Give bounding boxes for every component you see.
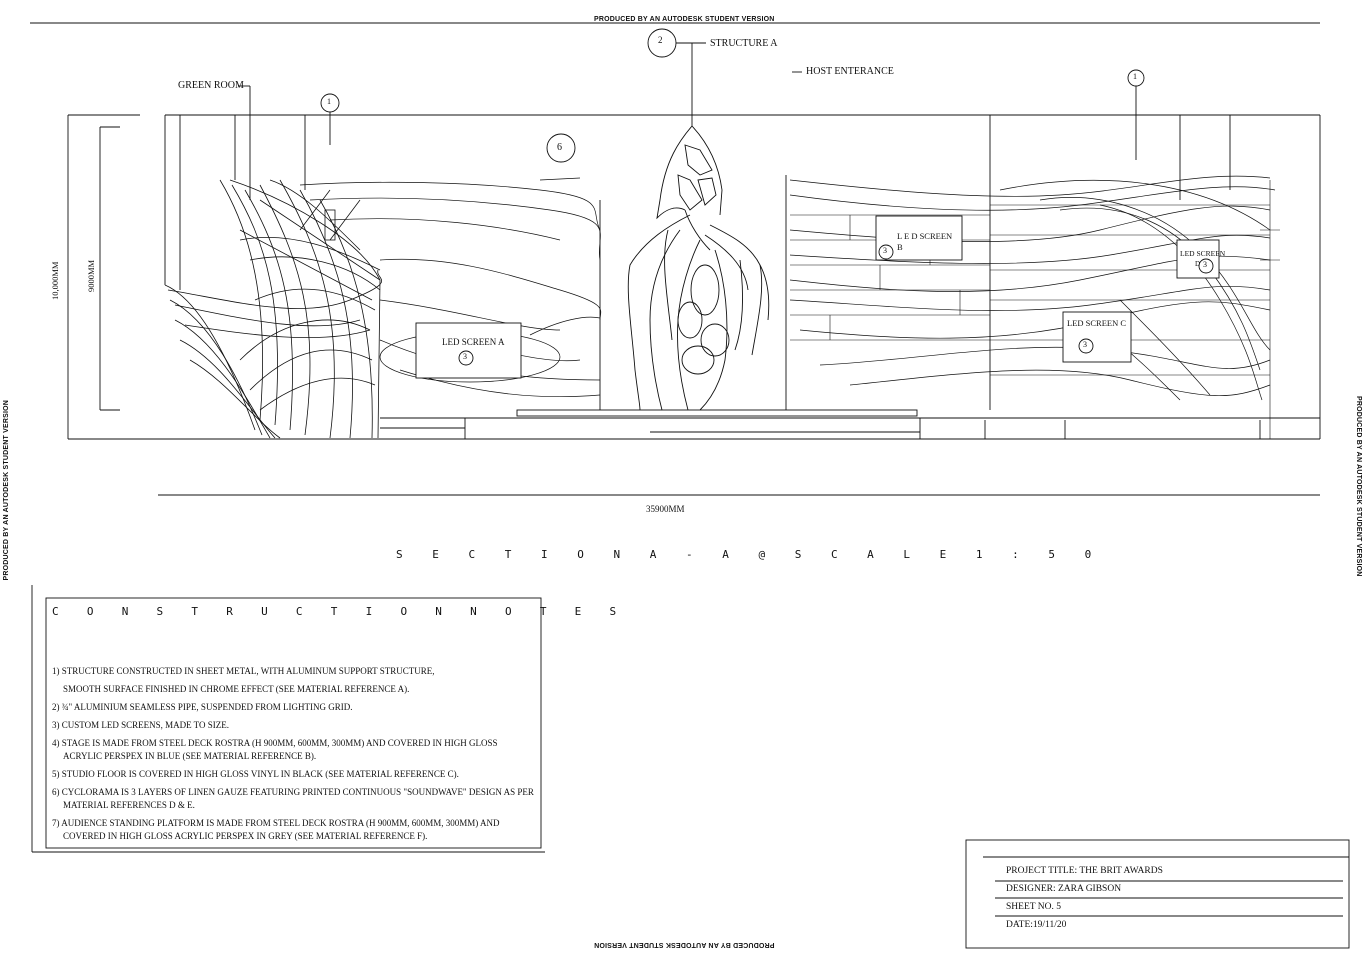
stage-riser-top [516,409,918,417]
structure-a-tag: 2 [658,35,663,45]
note-6b: MATERIAL REFERENCES D & E. [63,800,195,810]
title-block-project: PROJECT TITLE: THE BRIT AWARDS [1006,866,1163,876]
note-4a: 4) STAGE IS MADE FROM STEEL DECK ROSTRA … [52,738,498,748]
led-screen-b-tag: 3 [883,246,887,255]
construction-notes-list: 1) STRUCTURE CONSTRUCTED IN SHEET METAL,… [52,666,534,842]
title-block-designer: DESIGNER: ZARA GIBSON [1006,884,1122,894]
watermark-top: PRODUCED BY AN AUTODESK STUDENT VERSION [594,16,775,23]
title-block-sheet: SHEET NO. 5 [1006,902,1061,912]
note-2: 2) ¾" ALUMINIUM SEAMLESS PIPE, SUSPENDED… [52,702,353,712]
host-entrance-label: HOST ENTERANCE [806,66,894,77]
note-6a: 6) CYCLORAMA IS 3 LAYERS OF LINEN GAUZE … [52,787,534,797]
led-screen-c-box [1062,311,1132,363]
construction-notes-title: C O N S T R U C T I O N N O T E S [52,605,627,618]
dim-height-total: 10,000MM [50,261,60,301]
dim-height-inner: 9000MM [86,259,96,292]
led-screen-d-sub: D [1195,260,1201,268]
cyclorama-tag: 6 [557,142,562,153]
led-screen-a-tag: 3 [463,352,467,361]
led-screen-c-tag: 3 [1083,340,1087,349]
led-screen-d-tag: 3 [1203,260,1207,269]
watermark-bottom: PRODUCED BY AN AUTODESK STUDENT VERSION [594,941,775,948]
note-3: 3) CUSTOM LED SCREENS, MADE TO SIZE. [52,720,230,730]
structure-a-label: STRUCTURE A [710,38,778,49]
led-screen-a-label: LED SCREEN A [442,337,505,347]
led-screen-a-box [415,322,522,379]
led-screen-b-label: L E D SCREEN B [897,231,953,252]
led-screen-d-box [1176,239,1220,279]
dim-width: 35900MM [646,504,685,514]
led-screen-c-label: LED SCREEN C [1067,318,1127,328]
note-5: 5) STUDIO FLOOR IS COVERED IN HIGH GLOSS… [52,769,459,779]
led-screen-b-box [875,215,963,261]
note-7b: COVERED IN HIGH GLOSS ACRYLIC PERSPEX IN… [63,831,428,841]
structure-tag-left: 1 [327,97,331,106]
watermark-left-wrap: PRODUCED BY AN AUTODESK STUDENT VERSION [3,400,10,581]
structure-tag-right: 1 [1133,72,1137,81]
watermark-right: PRODUCED BY AN AUTODESK STUDENT VERSION [1355,396,1362,577]
section-title: S E C T I O N A - A @ S C A L E 1 : 5 0 [396,548,1103,561]
title-block-frame [965,839,1350,949]
watermark-left: PRODUCED BY AN AUTODESK STUDENT VERSION [3,400,10,581]
construction-notes-frame [45,597,542,849]
green-room-label: GREEN ROOM [178,80,244,91]
note-1b: SMOOTH SURFACE FINISHED IN CHROME EFFECT… [63,684,410,694]
title-block-date: DATE:19/11/20 [1006,920,1067,930]
note-4b: ACRYLIC PERSPEX IN BLUE (SEE MATERIAL RE… [63,751,317,761]
led-screen-d-label: LED SCREEN [1180,249,1226,258]
note-1a: 1) STRUCTURE CONSTRUCTED IN SHEET METAL,… [52,666,435,676]
note-7a: 7) AUDIENCE STANDING PLATFORM IS MADE FR… [52,818,500,828]
